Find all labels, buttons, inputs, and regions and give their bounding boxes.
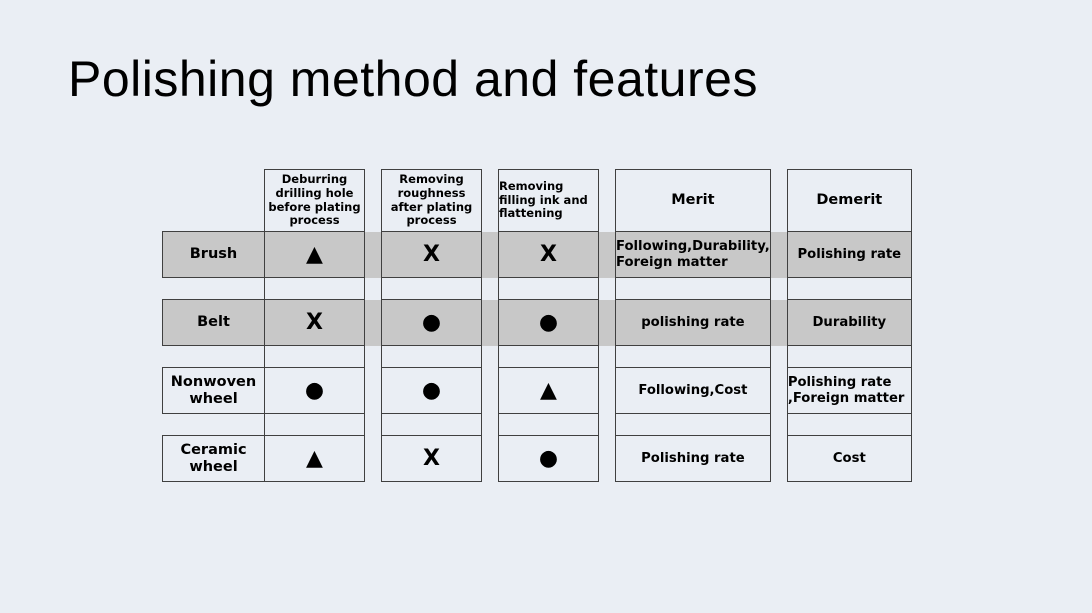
gap-cell — [615, 413, 771, 436]
gap-cell — [770, 414, 787, 436]
row-label-nonwoven-wheel: Nonwoven wheel — [162, 367, 265, 414]
cell-belt-demerit: Durability — [786, 299, 912, 346]
row-spacer — [769, 367, 788, 414]
table-gap-row — [163, 413, 912, 436]
gap-cell — [482, 414, 499, 436]
gap-cell — [365, 278, 382, 300]
cell-nonwoven-deburring: ● — [264, 367, 365, 414]
column-header-demerit: Demerit — [786, 169, 912, 232]
gap-cell — [365, 414, 382, 436]
gap-cell — [599, 346, 616, 368]
row-spacer — [598, 299, 616, 346]
cell-brush-merit: Following,Durability, Foreign matter — [615, 231, 771, 278]
table-row: Brush ▲ X X Following,Durability, Foreig… — [162, 231, 912, 278]
cell-belt-deburring: X — [264, 299, 365, 346]
cell-brush-roughness: X — [381, 231, 482, 278]
row-spacer — [364, 299, 382, 346]
gap-cell — [163, 414, 265, 436]
column-header-filling-ink: Removing filling ink and flattening — [498, 169, 599, 232]
gap-cell — [381, 277, 482, 300]
gap-cell — [615, 277, 771, 300]
cell-belt-merit: polishing rate — [615, 299, 771, 346]
cell-belt-filling-ink: ● — [498, 299, 599, 346]
row-label-belt: Belt — [162, 299, 265, 346]
gap-cell — [365, 346, 382, 368]
gap-cell — [163, 278, 265, 300]
row-label-brush: Brush — [162, 231, 265, 278]
cell-brush-filling-ink: X — [498, 231, 599, 278]
table-gap-row — [163, 345, 912, 368]
gap-cell — [264, 345, 365, 368]
page-title: Polishing method and features — [68, 51, 758, 107]
row-spacer — [364, 367, 382, 414]
column-header-roughness: Removing roughness after plating process — [381, 169, 482, 232]
row-label-ceramic-wheel: Ceramic wheel — [162, 435, 265, 482]
row-spacer — [769, 299, 788, 346]
gap-cell — [599, 278, 616, 300]
gap-cell — [786, 413, 912, 436]
cell-ceramic-merit: Polishing rate — [615, 435, 771, 482]
cell-brush-demerit: Polishing rate — [786, 231, 912, 278]
header-spacer-2 — [482, 170, 499, 232]
row-spacer — [364, 231, 382, 278]
row-spacer — [769, 435, 788, 482]
gap-cell — [599, 414, 616, 436]
cell-ceramic-deburring: ▲ — [264, 435, 365, 482]
cell-nonwoven-filling-ink: ▲ — [498, 367, 599, 414]
table-header-row: Deburring drilling hole before plating p… — [163, 169, 912, 232]
cell-ceramic-filling-ink: ● — [498, 435, 599, 482]
polishing-method-matrix: Deburring drilling hole before plating p… — [162, 169, 912, 482]
gap-cell — [381, 413, 482, 436]
cell-nonwoven-merit: Following,Cost — [615, 367, 771, 414]
cell-brush-deburring: ▲ — [264, 231, 365, 278]
cell-nonwoven-demerit: Polishing rate ,Foreign matter — [786, 367, 912, 414]
header-spacer-4 — [770, 170, 787, 232]
cell-ceramic-roughness: X — [381, 435, 482, 482]
gap-cell — [770, 278, 787, 300]
header-spacer-3 — [599, 170, 616, 232]
row-spacer — [769, 231, 788, 278]
row-spacer — [481, 299, 499, 346]
table-row: Nonwoven wheel ● ● ▲ Following,Cost Poli… — [162, 367, 912, 414]
cell-ceramic-demerit: Cost — [786, 435, 912, 482]
table-row: Belt X ● ● polishing rate Durability — [162, 299, 912, 346]
cell-belt-roughness: ● — [381, 299, 482, 346]
row-spacer — [598, 367, 616, 414]
gap-cell — [264, 413, 365, 436]
row-spacer — [481, 231, 499, 278]
row-spacer — [598, 231, 616, 278]
row-spacer — [481, 435, 499, 482]
row-spacer — [598, 435, 616, 482]
header-spacer-1 — [365, 170, 382, 232]
gap-cell — [381, 345, 482, 368]
gap-cell — [615, 345, 771, 368]
cell-nonwoven-roughness: ● — [381, 367, 482, 414]
gap-cell — [264, 277, 365, 300]
gap-cell — [482, 278, 499, 300]
column-header-merit: Merit — [615, 169, 771, 232]
table-gap-row — [163, 277, 912, 300]
gap-cell — [498, 345, 599, 368]
gap-cell — [770, 346, 787, 368]
row-spacer — [481, 367, 499, 414]
gap-cell — [786, 277, 912, 300]
gap-cell — [498, 413, 599, 436]
gap-cell — [786, 345, 912, 368]
header-corner-cell — [163, 170, 265, 232]
row-spacer — [364, 435, 382, 482]
gap-cell — [163, 346, 265, 368]
column-header-deburring: Deburring drilling hole before plating p… — [264, 169, 365, 232]
gap-cell — [482, 346, 499, 368]
gap-cell — [498, 277, 599, 300]
table-row: Ceramic wheel ▲ X ● Polishing rate Cost — [162, 435, 912, 482]
